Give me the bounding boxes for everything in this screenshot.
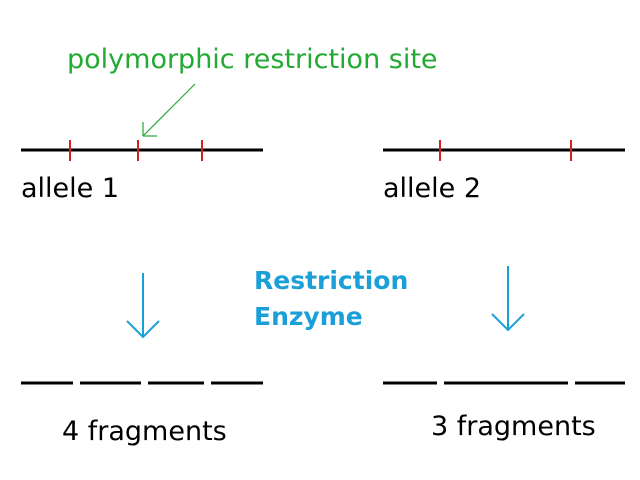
restriction-enzyme-label-line2: Enzyme — [254, 302, 363, 331]
allele-1-label: allele 1 — [21, 173, 120, 204]
fragments-1-label: 4 fragments — [62, 416, 227, 447]
allele-2-label: allele 2 — [383, 173, 482, 204]
polymorphic-site-label: polymorphic restriction site — [67, 44, 438, 75]
digestion-arrow-2 — [491, 266, 525, 332]
fragments-2-label: 3 fragments — [431, 411, 596, 442]
restriction-enzyme-label-line1: Restriction — [254, 266, 409, 295]
site-pointer-arrow — [142, 83, 196, 137]
digestion-arrow-1 — [126, 273, 160, 339]
